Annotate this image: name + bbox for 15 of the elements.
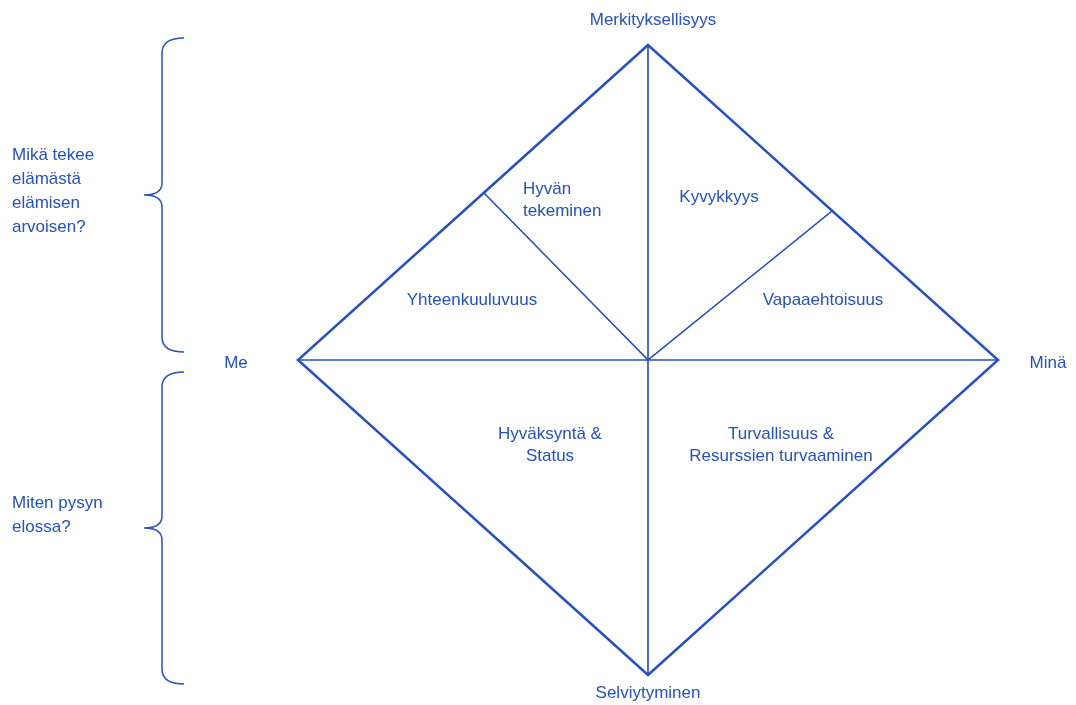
region-label: Yhteenkuuluvuus xyxy=(406,289,538,311)
region-label: Hyväksyntä & Status xyxy=(497,423,603,467)
question-text: Mikä tekee elämästä elämisen arvoisen? xyxy=(12,144,96,238)
diamond-region xyxy=(648,211,998,360)
region-label: Hyvän tekeminen xyxy=(523,178,603,222)
region-label: Turvallisuus & Resurssien turvaaminen xyxy=(688,423,874,467)
axis-label: Minä xyxy=(1029,352,1067,374)
axis-label: Merkityksellisyys xyxy=(589,9,717,31)
axis-label: Selviytyminen xyxy=(595,682,701,704)
question-text: Miten pysyn elossa? xyxy=(12,492,104,538)
axis-label: Me xyxy=(224,352,248,374)
diamond-region xyxy=(298,360,648,675)
region-label: Kyvykkyys xyxy=(679,186,759,208)
diamond-region xyxy=(648,360,998,675)
region-label: Vapaaehtoisuus xyxy=(762,289,884,311)
